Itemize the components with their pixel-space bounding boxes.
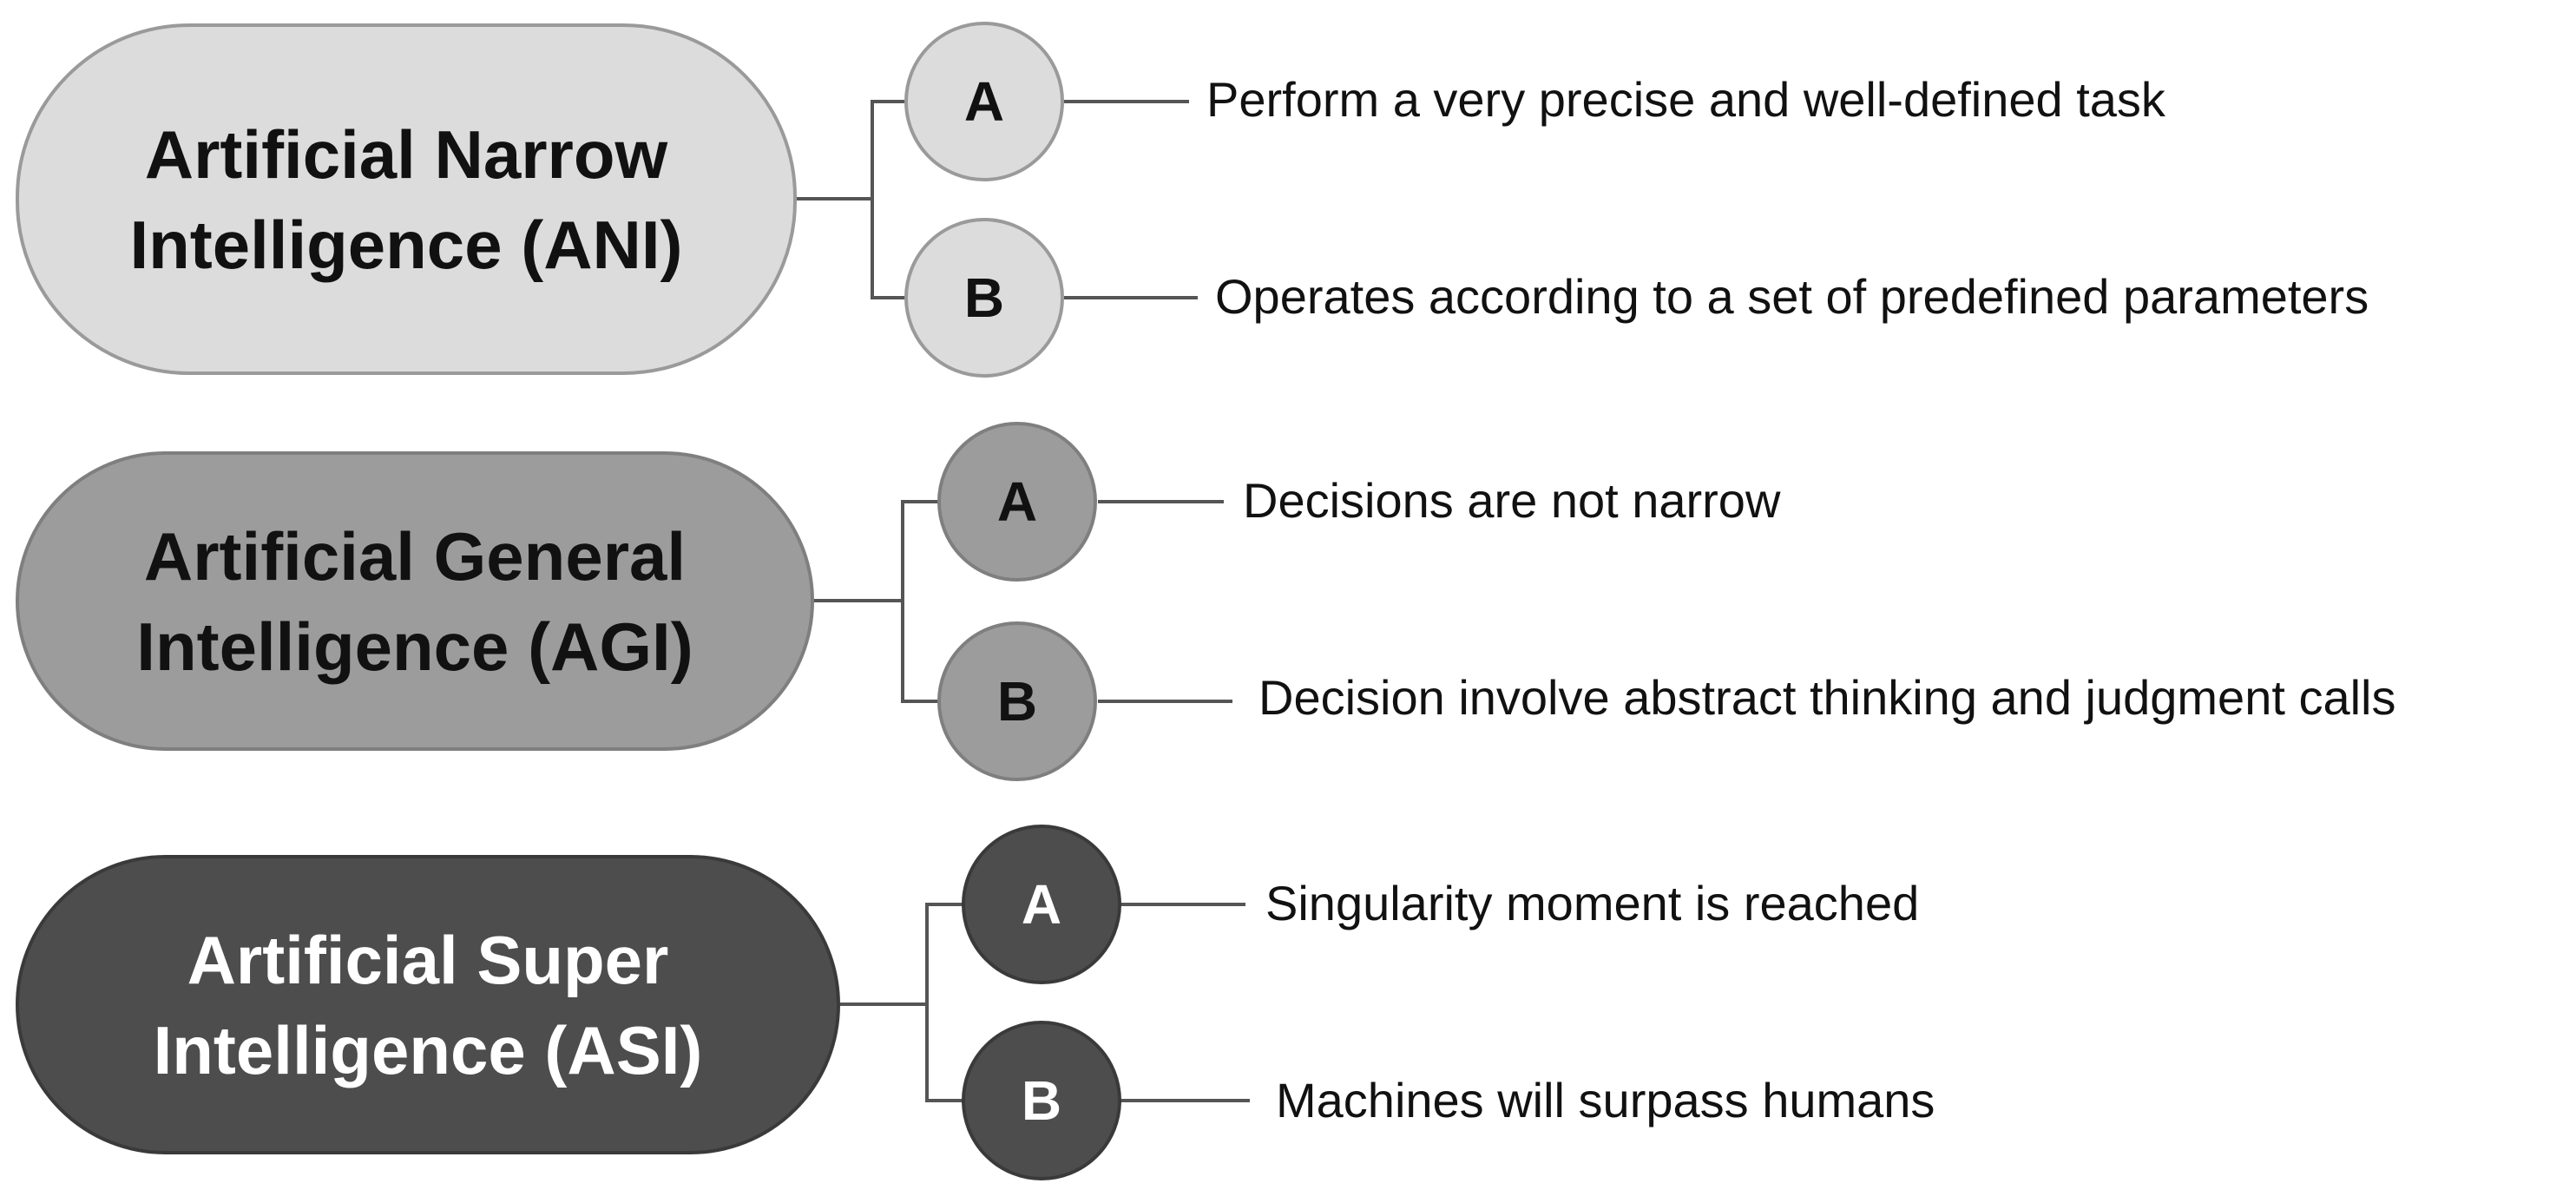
ani-badge-b: B [904, 218, 1064, 378]
ani-bracket-line [871, 100, 911, 299]
ani-category-pill: Artificial Narrow Intelligence (ANI) [16, 23, 797, 375]
asi-item-a-text: Singularity moment is reached [1265, 876, 1920, 930]
agi-item-a-text: Decisions are not narrow [1243, 473, 1781, 528]
asi-bracket-line [925, 903, 965, 1102]
agi-badge-a: A [937, 422, 1097, 582]
ani-badge-a: A [904, 22, 1064, 181]
agi-badge-b: B [937, 621, 1097, 781]
agi-item-b-text: Decision involve abstract thinking and j… [1258, 670, 2396, 725]
agi-bracket-line [901, 500, 942, 703]
asi-category-pill: Artificial Super Intelligence (ASI) [16, 855, 840, 1154]
agi-category-pill: Artificial General Intelligence (AGI) [16, 451, 814, 751]
ani-item-a-text: Perform a very precise and well-defined … [1206, 72, 2165, 127]
asi-badge-b: B [962, 1021, 1121, 1180]
ani-item-b-text: Operates according to a set of predefine… [1215, 269, 2369, 324]
asi-item-b-text: Machines will surpass humans [1276, 1073, 1935, 1127]
asi-badge-a: A [962, 825, 1121, 984]
